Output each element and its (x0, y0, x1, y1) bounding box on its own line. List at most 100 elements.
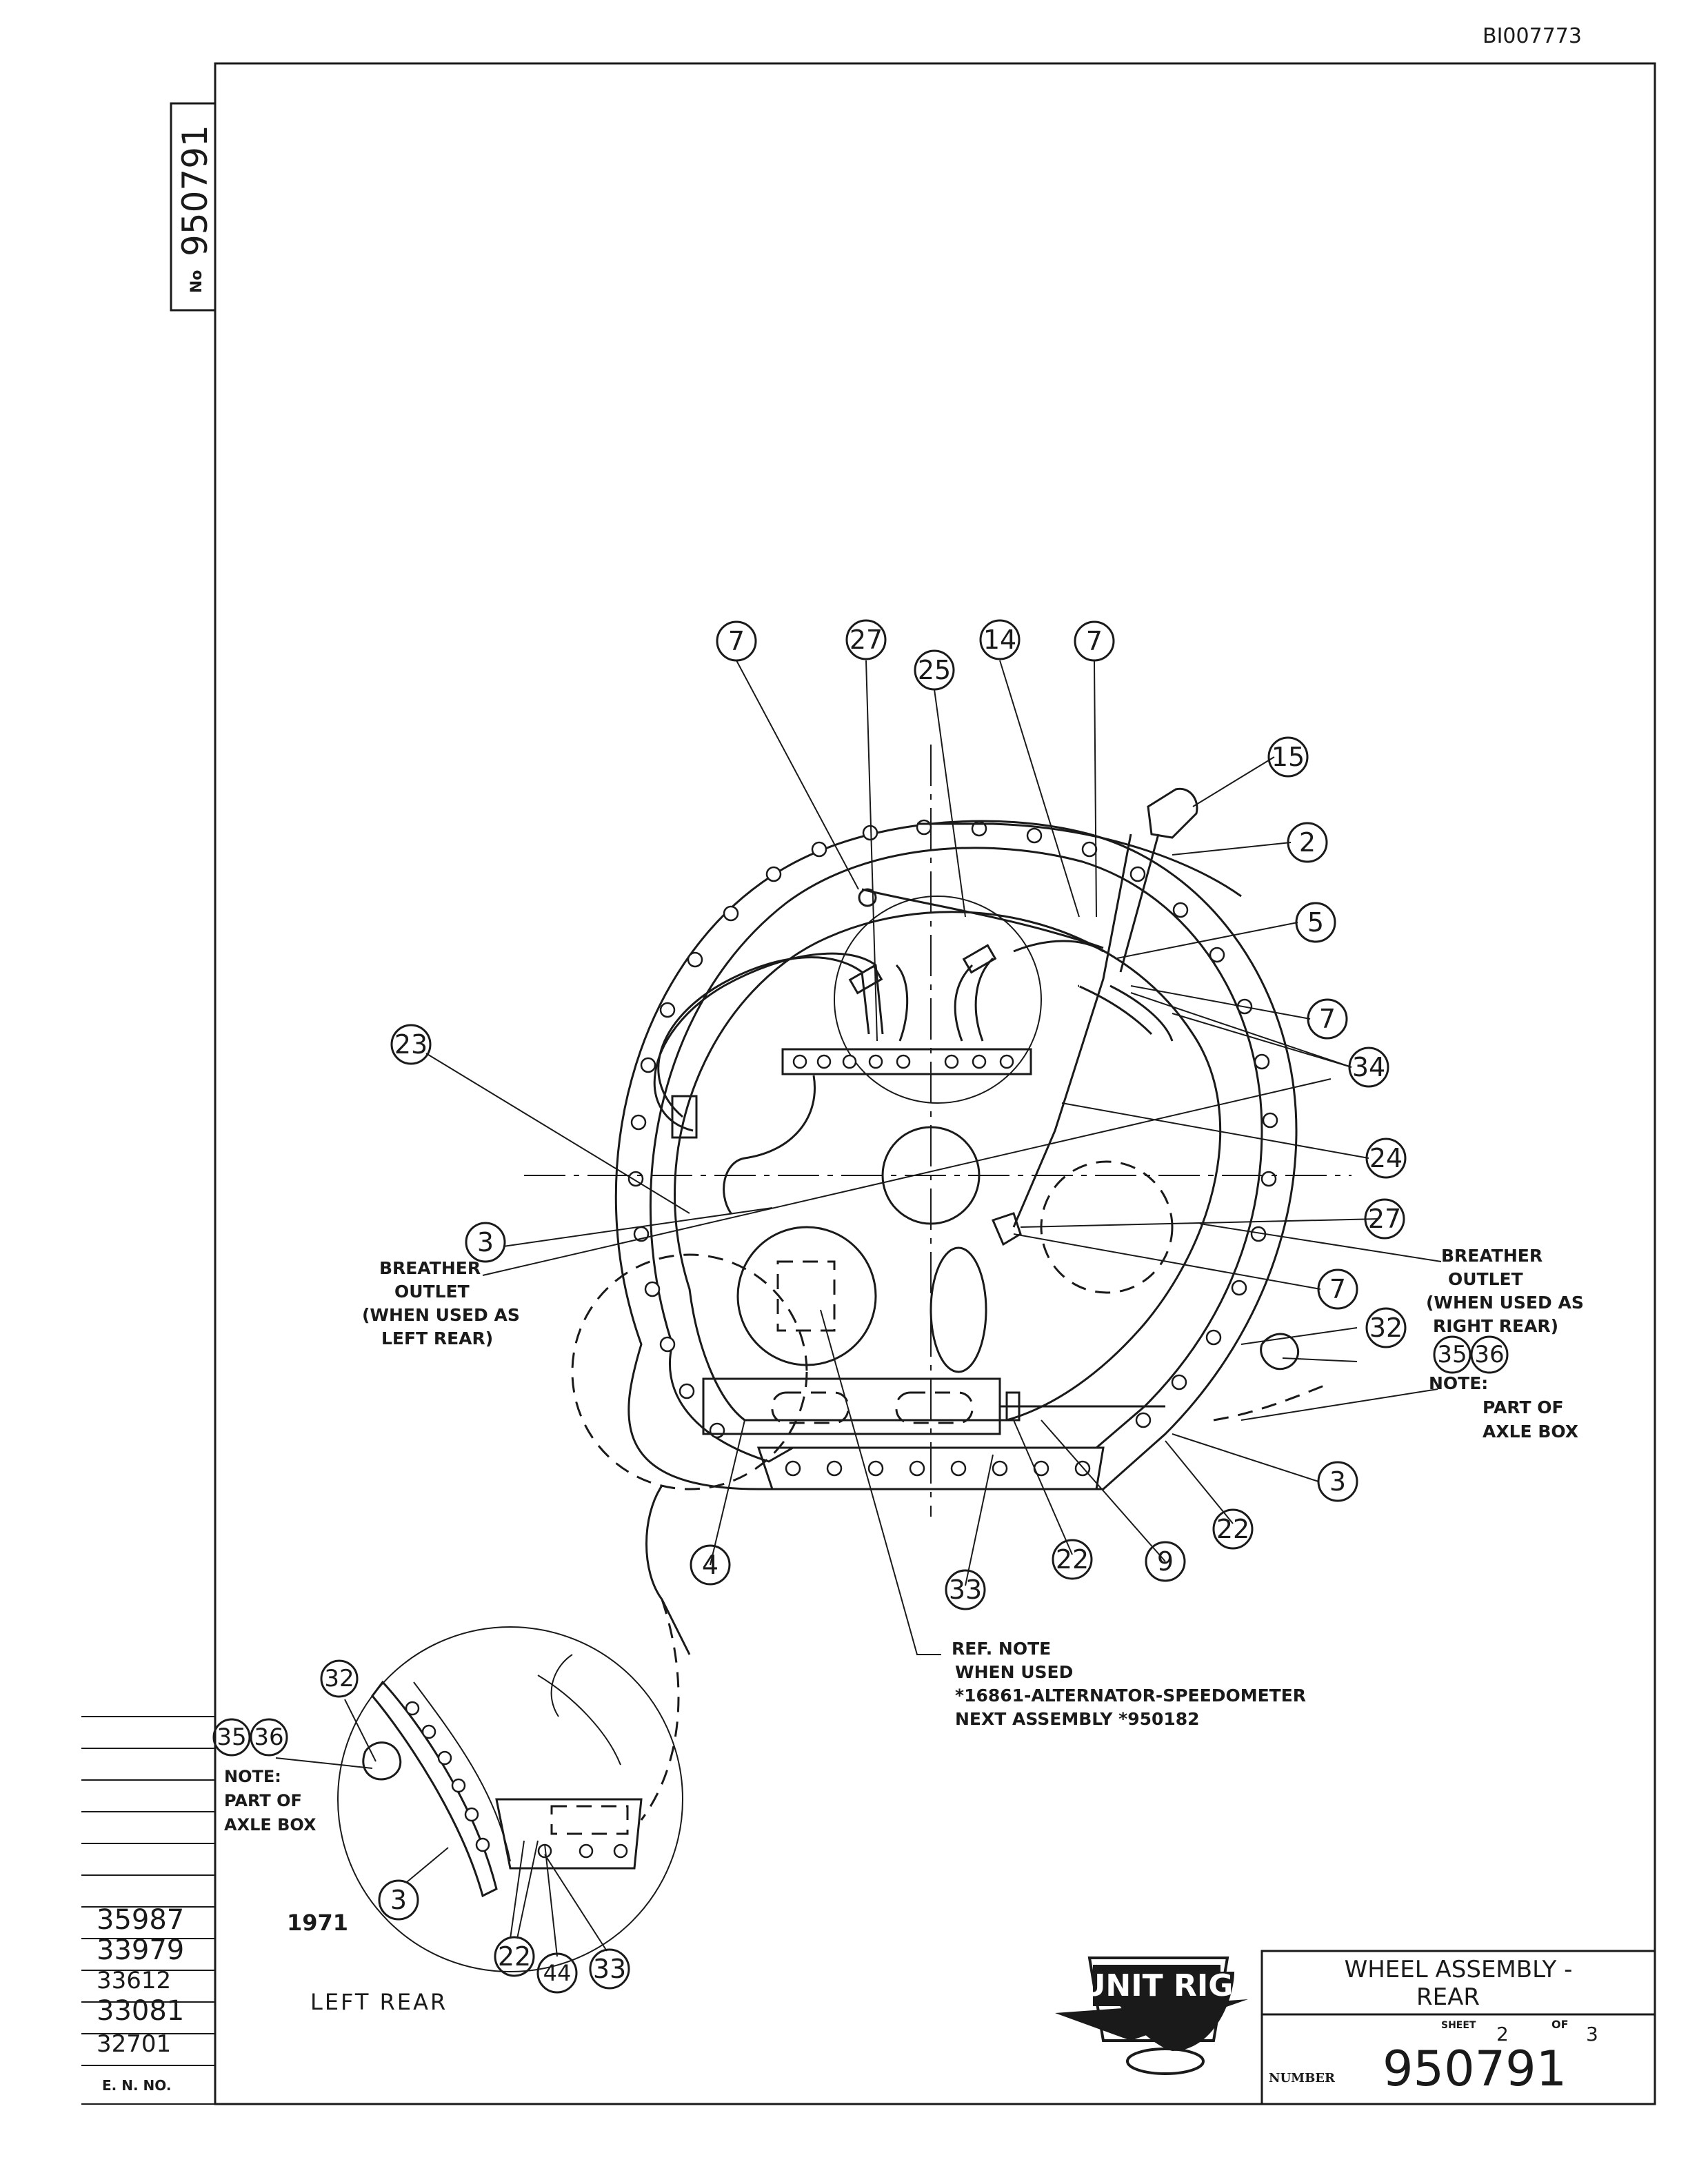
breather-stem (1119, 833, 1160, 973)
svg-text:35: 35 (1437, 1341, 1467, 1368)
callout-36-a: 36 (1470, 1335, 1509, 1374)
callout-34: 34 (1348, 1046, 1389, 1088)
svg-text:RIGHT REAR): RIGHT REAR) (1433, 1316, 1558, 1336)
side-number-prefix: No (188, 270, 205, 293)
left-dashed-block (776, 1260, 836, 1332)
housing-outer-flange (614, 820, 1298, 1490)
svg-text:(WHEN USED AS: (WHEN USED AS (362, 1305, 520, 1325)
backplate (674, 911, 1222, 1422)
breather-hose (723, 1075, 816, 1214)
hose-mid-left (895, 964, 909, 1042)
wheel-assembly-view (524, 745, 1352, 1655)
svg-text:3: 3 (390, 1885, 407, 1915)
callout-35-a: 35 (1433, 1335, 1471, 1374)
document-id: BI007773 (1483, 24, 1582, 48)
axle-box-dashed-right (1213, 1384, 1325, 1422)
svg-text:NOTE:: NOTE: (224, 1767, 281, 1786)
svg-text:3: 3 (1329, 1466, 1346, 1497)
svg-text:27: 27 (1368, 1204, 1401, 1234)
svg-text:36: 36 (254, 1723, 283, 1751)
side-number: 950791 (175, 125, 215, 256)
callout-15: 15 (1267, 736, 1309, 778)
svg-text:7: 7 (1329, 1274, 1346, 1304)
svg-text:25: 25 (918, 655, 951, 685)
leader-lines (425, 660, 1442, 1655)
upper-outer-line (917, 822, 1242, 898)
left-rear-detail-view (337, 1599, 683, 1972)
callout-3-b: 3 (1317, 1461, 1358, 1502)
lower-slot (930, 1246, 987, 1373)
callout-7-a: 7 (716, 620, 757, 662)
svg-text:3: 3 (477, 1227, 494, 1257)
title-line-2: REAR (1416, 1983, 1480, 2011)
svg-text:(WHEN USED AS: (WHEN USED AS (1426, 1293, 1584, 1313)
rev-entry-5: 32701 (97, 2030, 171, 2058)
svg-text:REF. NOTE: REF. NOTE (952, 1639, 1051, 1659)
svg-text:22: 22 (1056, 1544, 1089, 1575)
hose-left-outer (653, 952, 884, 1132)
callout-5: 5 (1295, 902, 1336, 943)
svg-text:24: 24 (1369, 1143, 1403, 1173)
svg-text:BREATHER: BREATHER (379, 1258, 481, 1278)
en-no-label: E. N. NO. (102, 2077, 171, 2094)
sheet-label: SHEET (1441, 2020, 1476, 2031)
callout-24: 24 (1365, 1138, 1407, 1179)
svg-text:AXLE BOX: AXLE BOX (1483, 1422, 1578, 1442)
title-line-1: WHEEL ASSEMBLY - (1345, 1956, 1573, 1983)
callout-4: 4 (690, 1544, 731, 1586)
note-breather-left: BREATHER OUTLET (WHEN USED AS LEFT REAR) (362, 1258, 520, 1348)
svg-text:7: 7 (728, 626, 745, 656)
fitting-34-line-b (1109, 984, 1174, 1042)
lower-bracket (756, 1446, 1105, 1490)
axle-box-fitting-right (1260, 1333, 1300, 1371)
svg-text:NOTE:: NOTE: (1429, 1373, 1488, 1393)
clamp-left (848, 964, 883, 995)
note-axle-box-right: NOTE: PART OF AXLE BOX (1429, 1373, 1578, 1442)
svg-text:OUTLET: OUTLET (394, 1282, 470, 1302)
svg-text:BREATHER: BREATHER (1441, 1246, 1543, 1266)
brake-line-25 (861, 888, 1104, 949)
hose-elbow-left (671, 1095, 698, 1139)
svg-text:LEFT REAR): LEFT REAR) (381, 1328, 493, 1348)
detail-circle-main (571, 1253, 808, 1490)
svg-text:7: 7 (1319, 1004, 1336, 1034)
detail-link-curve (645, 1485, 691, 1655)
callouts-detail: 32 35 36 3 22 44 33 (212, 1659, 630, 1994)
callout-2: 2 (1287, 822, 1328, 863)
callout-32-b: 32 (320, 1659, 359, 1698)
sheet-number: 2 (1496, 2023, 1509, 2045)
svg-text:15: 15 (1272, 742, 1305, 772)
svg-text:AXLE BOX: AXLE BOX (224, 1815, 316, 1834)
svg-text:27: 27 (850, 625, 883, 655)
hose-mid-right-a (954, 964, 974, 1042)
hose-left-inner (657, 956, 870, 1118)
rev-entry-1: 35987 (97, 1904, 184, 1936)
svg-text:2: 2 (1299, 827, 1316, 858)
svg-text:5: 5 (1307, 907, 1324, 938)
svg-text:7: 7 (1086, 626, 1103, 656)
svg-text:OUTLET: OUTLET (1448, 1269, 1523, 1289)
svg-text:36: 36 (1474, 1341, 1504, 1368)
revision-block: 35987 33979 33612 33081 32701 1971 E. N.… (81, 1716, 348, 2105)
of-label: OF (1551, 2018, 1569, 2031)
callout-7-d: 7 (1317, 1268, 1358, 1310)
title-block: WHEEL ASSEMBLY - REAR SHEET 2 OF 3 NUMBE… (1260, 1950, 1656, 2105)
svg-text:34: 34 (1352, 1052, 1385, 1082)
svg-text:NEXT ASSEMBLY *950182: NEXT ASSEMBLY *950182 (955, 1709, 1200, 1729)
callout-44: 44 (536, 1952, 578, 1994)
note-axle-box-left: NOTE: PART OF AXLE BOX (224, 1767, 316, 1834)
manifold-block (781, 1048, 1032, 1075)
detail-axle-fitting (362, 1741, 402, 1781)
svg-text:*16861-ALTERNATOR-SPEEDOMETER: *16861-ALTERNATOR-SPEEDOMETER (955, 1686, 1306, 1706)
callout-25: 25 (914, 649, 955, 691)
svg-text:32: 32 (324, 1665, 354, 1692)
callout-35-b: 35 (212, 1718, 251, 1757)
breather-cap (1147, 787, 1198, 839)
svg-text:PART OF: PART OF (224, 1791, 302, 1810)
callouts-main: 7 27 25 14 7 15 2 5 7 34 23 24 27 3 7 32… (390, 619, 1509, 1610)
housing-inner-flange (649, 847, 1263, 1463)
fitting-34-line (1078, 984, 1153, 1035)
callout-27-b: 27 (1364, 1198, 1405, 1240)
svg-text:32: 32 (1369, 1313, 1403, 1343)
svg-text:4: 4 (702, 1550, 719, 1580)
